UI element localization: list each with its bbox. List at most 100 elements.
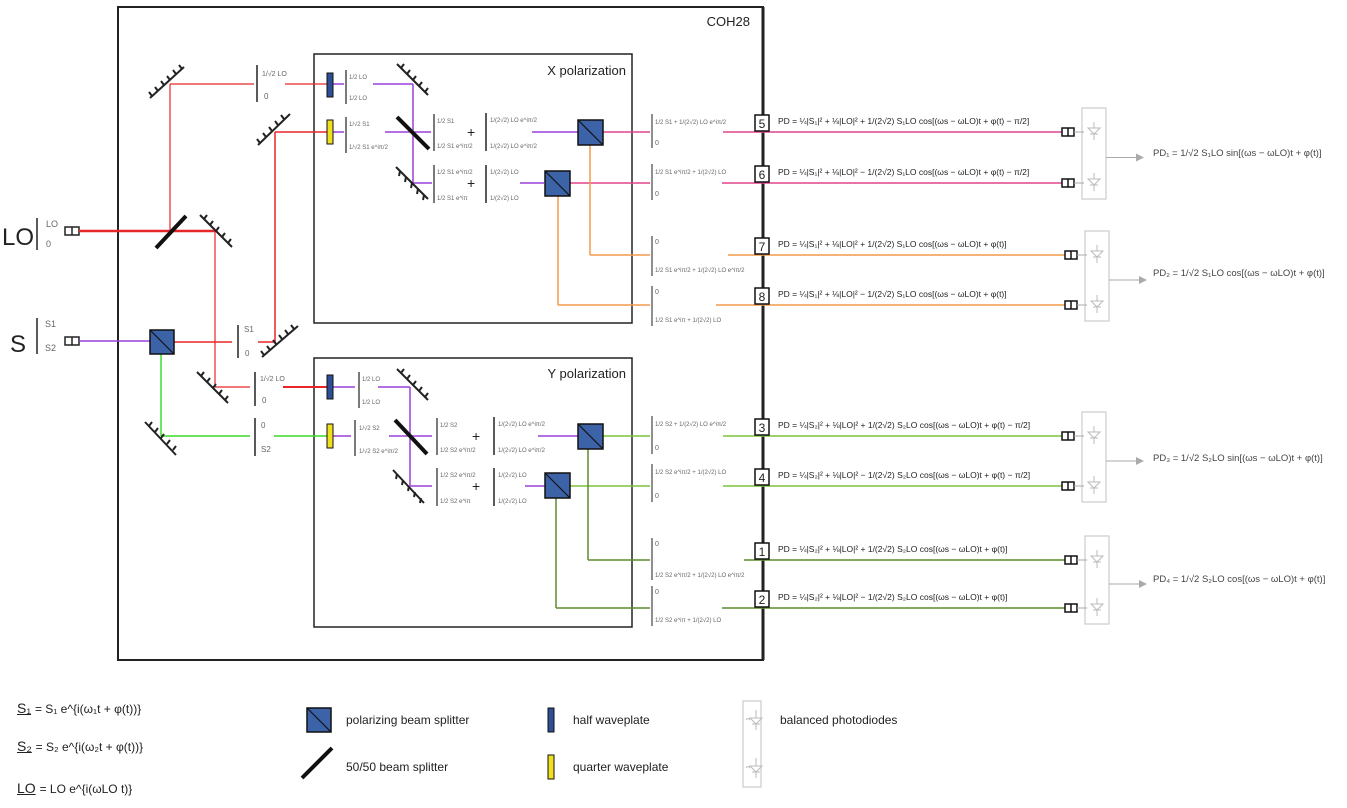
port-connector-icon[interactable] [1064, 603, 1078, 613]
lo-input-label: LO [2, 224, 34, 251]
port-equation: PD = ¼|S₂|² + ⅛|LO|² − 1/(2√2) S₂LO cos[… [778, 592, 1008, 602]
module-name: COH28 [707, 14, 750, 29]
port-connector-icon[interactable] [1064, 250, 1078, 260]
state-out5: 1/2 S1 + 1/(2√2) LO e^iπ/20 [651, 114, 727, 148]
svg-text:1/2 S2 + 1/(2√2) LO e^iπ/2: 1/2 S2 + 1/(2√2) LO e^iπ/2 [655, 421, 727, 428]
legend-pbs-icon [306, 707, 332, 733]
port-connector-icon[interactable] [1061, 178, 1075, 188]
state-out4: 1/2 S2 e^iπ/2 + 1/(2√2) LO 0 [651, 464, 726, 502]
bs-5050-icon [393, 418, 429, 456]
state-lo-top: 1/√2 LO0 [256, 65, 287, 102]
mirror-icon [260, 324, 299, 358]
definition-s2-rhs: = S₂ e^{i(ω₂t + φ(t))} [35, 740, 144, 754]
state-lo-bottom: 1/√2 LO0 [254, 372, 285, 406]
legend-pbs-label: polarizing beam splitter [346, 713, 470, 727]
svg-text:1/(2√2) LO e^iπ/2: 1/(2√2) LO e^iπ/2 [490, 117, 538, 124]
s-input-lower: S2 [45, 343, 56, 353]
svg-text:0: 0 [261, 421, 266, 430]
legend-bpd-label: balanced photodiodes [780, 713, 898, 727]
svg-text:0: 0 [655, 493, 659, 500]
s-connector-icon[interactable] [64, 336, 80, 346]
port-connector-icon[interactable] [1064, 300, 1078, 310]
port-equation: PD = ¼|S₂|² + ⅛|LO|² − 1/(2√2) S₂LO cos[… [778, 470, 1030, 480]
svg-text:1/2 S1 e^iπ/2 + 1/(2√2) LO: 1/2 S1 e^iπ/2 + 1/(2√2) LO [655, 169, 726, 176]
svg-text:1/2 S1: 1/2 S1 [437, 119, 455, 125]
port-connector-icon[interactable] [1061, 127, 1075, 137]
legend-bs-5050-icon [300, 746, 334, 780]
port-number-box [754, 114, 770, 132]
svg-text:1/2 S2 e^iπ: 1/2 S2 e^iπ [440, 499, 471, 505]
legend-qwp-label: quarter waveplate [573, 760, 669, 774]
output-pd3: PD₃ = 1/√2 S₂LO sin[(ωs − ωLO)t + φ(t)] [1153, 453, 1323, 464]
y-polarization-box [313, 357, 633, 628]
port-number-box [754, 287, 770, 305]
svg-text:0: 0 [655, 445, 659, 452]
svg-text:1/2 S2 e^iπ/2: 1/2 S2 e^iπ/2 [440, 448, 476, 454]
definition-s2: S₂ = S₂ e^{i(ω₂t + φ(t))} [17, 738, 143, 754]
balanced-photodiodes [1074, 107, 1147, 625]
state-x-hwp: 1/2 LO1/2 LO [345, 70, 367, 104]
svg-text:1/√2 LO: 1/√2 LO [260, 375, 285, 383]
svg-text:1/2 S2 e^iπ + 1/(2√2) LO: 1/2 S2 e^iπ + 1/(2√2) LO [655, 617, 721, 624]
plus-sign: + [472, 478, 480, 494]
pbs-icon [544, 170, 571, 197]
svg-text:1/√2 S1: 1/√2 S1 [349, 121, 370, 128]
port-connector-icon[interactable] [1064, 555, 1078, 565]
port-number: 6 [759, 168, 766, 182]
s-input-label: S [10, 331, 26, 358]
photodiode-icon [1077, 295, 1105, 313]
svg-text:0: 0 [655, 589, 659, 596]
port-equation: PD = ¼|S₁|² + ⅛|LO|² − 1/(2√2) S₁LO cos[… [778, 167, 1029, 177]
svg-text:1/2 S1 e^iπ/2: 1/2 S1 e^iπ/2 [437, 170, 473, 176]
x-out-b-beams [557, 145, 1065, 306]
port-number: 3 [759, 421, 766, 435]
mirror-icon [199, 214, 233, 248]
output-pd2: PD₂ = 1/√2 S₁LO cos[(ωs − ωLO)t + φ(t)] [1153, 268, 1325, 279]
balanced-photodiode-pair [1074, 107, 1144, 200]
legend-hwp-label: half waveplate [573, 713, 650, 727]
definition-s1: S₁ = S₁ e^{i(ω₁t + φ(t))} [17, 700, 141, 716]
y-polarization-title: Y polarization [547, 366, 626, 381]
legend-hwp-icon [547, 707, 555, 733]
port-number-box [754, 468, 770, 486]
state-y-hwp: 1/2 LO1/2 LO [358, 372, 380, 408]
svg-text:1/2 LO: 1/2 LO [362, 377, 380, 383]
state-out3: 1/2 S2 + 1/(2√2) LO e^iπ/2 0 [651, 416, 727, 454]
legend-qwp-icon [547, 754, 555, 780]
balanced-photodiode-pair [1077, 535, 1147, 625]
output-pd4: PD₄ = 1/√2 S₂LO cos[(ωs − ωLO)t + φ(t)] [1153, 574, 1326, 585]
svg-text:0: 0 [245, 349, 250, 358]
svg-text:1/2 LO: 1/2 LO [349, 75, 367, 81]
port-equation: PD = ¼|S₁|² + ⅛|LO|² + 1/(2√2) S₁LO cos[… [778, 239, 1007, 249]
pbs-icon [149, 329, 175, 355]
state-y-lo-a: 1/(2√2) LO e^iπ/21/(2√2) LO e^iπ/2 [493, 417, 546, 455]
svg-text:0: 0 [264, 92, 269, 101]
port-number: 7 [759, 240, 766, 254]
port-connector-icon[interactable] [1061, 431, 1075, 441]
svg-text:1/2 S1 e^iπ/2: 1/2 S1 e^iπ/2 [437, 144, 473, 150]
half-waveplate-icon [326, 374, 334, 400]
s-input-upper: S1 [45, 319, 56, 329]
port-number-box [754, 418, 770, 436]
port-7: 7 PD = ¼|S₁|² + ⅛|LO|² + 1/(2√2) S₁LO cos… [754, 237, 1078, 260]
output-arrow-icon [1109, 580, 1147, 588]
port-connector-icon[interactable] [1061, 481, 1075, 491]
plus-sign: + [472, 428, 480, 444]
lo-connector-icon[interactable] [64, 226, 80, 236]
svg-text:1/2 S2 e^iπ/2 + 1/(2√2) LO: 1/2 S2 e^iπ/2 + 1/(2√2) LO [655, 469, 726, 476]
state-out6: 1/2 S1 e^iπ/2 + 1/(2√2) LO0 [651, 164, 726, 200]
definition-lo-lhs: LO [17, 780, 36, 796]
legend-bpd-icon [742, 700, 764, 788]
mirror-icon [392, 469, 425, 504]
svg-text:1/2 S1 + 1/(2√2) LO e^iπ/2: 1/2 S1 + 1/(2√2) LO e^iπ/2 [655, 119, 727, 126]
port-number: 2 [759, 593, 766, 607]
photodiode-icon [1077, 245, 1105, 263]
output-arrow-icon [1106, 153, 1144, 162]
state-x-lo-b: 1/(2√2) LO1/(2√2) LO [485, 165, 519, 203]
port-number-box [754, 237, 770, 255]
svg-text:1/2 S2: 1/2 S2 [440, 423, 458, 429]
svg-text:S1: S1 [244, 325, 254, 334]
